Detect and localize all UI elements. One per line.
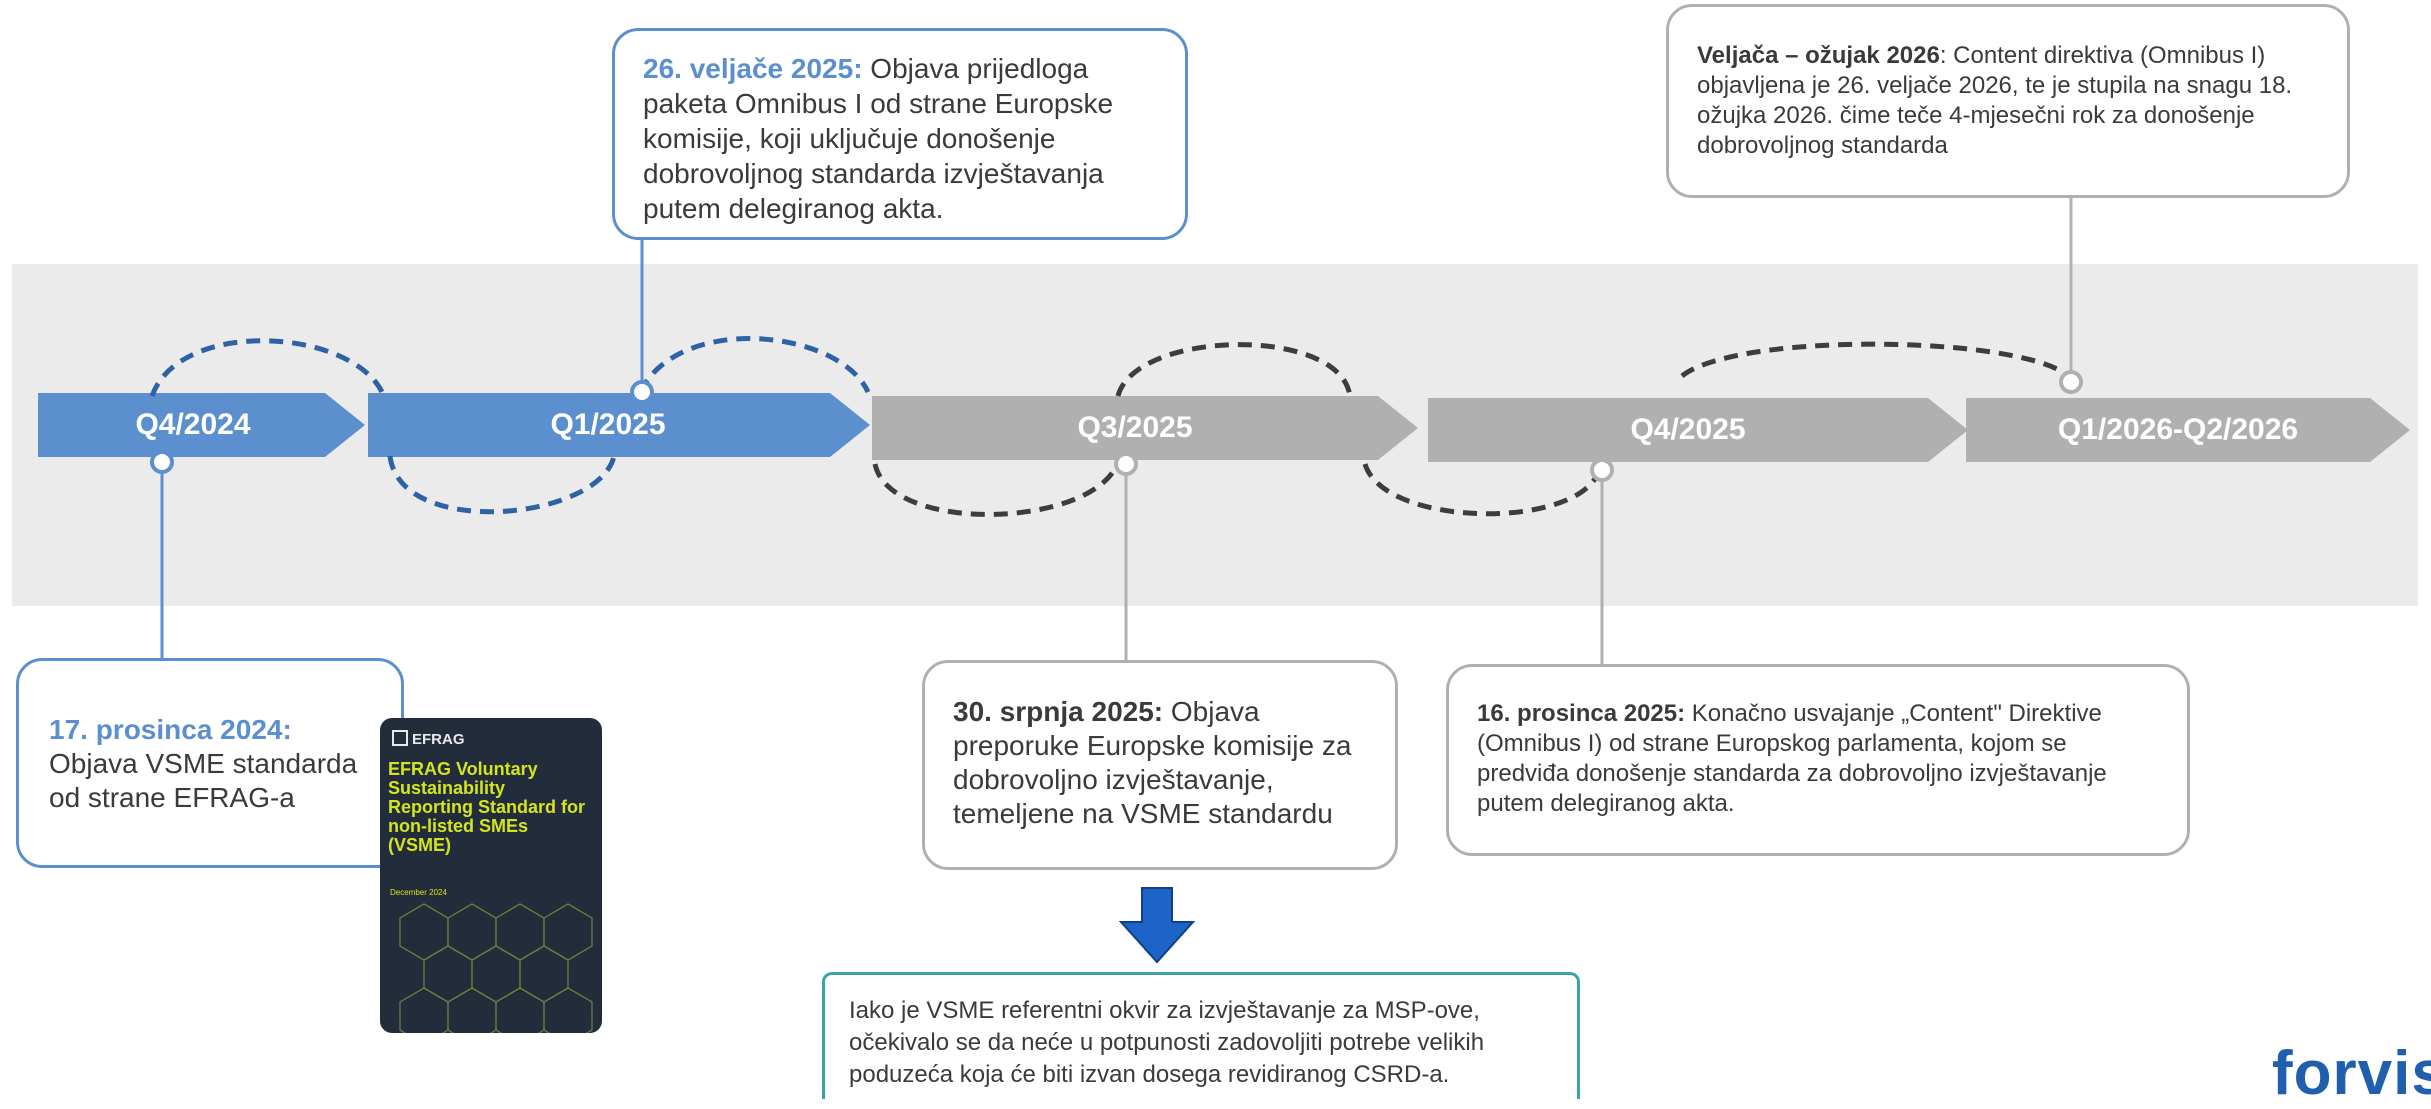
event-box-feb2025: 26. veljače 2025: Objava prijedloga pake… — [612, 28, 1188, 240]
note-text: Iako je VSME referentni okvir za izvješt… — [849, 997, 1485, 1088]
anchor-feb2026 — [2059, 370, 2083, 394]
period-arrow-q3-2025 — [872, 396, 1418, 460]
anchor-feb2025 — [630, 380, 654, 404]
dashed-loop-2 — [387, 455, 617, 515]
period-label-q4-2024: Q4/2024 — [135, 408, 251, 441]
event-text-dec2025: Konačno usvajanje „Content" Direktive (O… — [1477, 700, 2107, 817]
event-text-jul2025: Objava preporuke Europske komisije za do… — [953, 696, 1352, 829]
event-date-jul2025: 30. srpnja 2025: — [953, 696, 1164, 727]
event-text-dec2024: Objava VSME standarda od strane EFRAG-a — [49, 748, 358, 813]
cover-title: EFRAG Voluntary Sustainability Reporting… — [388, 759, 585, 855]
anchor-jul2025 — [1114, 452, 1138, 476]
event-box-dec2024: 17. prosinca 2024: Objava VSME standarda… — [16, 658, 404, 868]
cover-date: December 2024 — [390, 888, 447, 897]
period-label-q3-2025: Q3/2025 — [1077, 411, 1193, 444]
period-arrow-q1-2025 — [368, 393, 870, 457]
anchor-dec2025 — [1590, 458, 1614, 482]
dashed-loop-5 — [1115, 342, 1353, 397]
dashed-loop-6 — [1362, 463, 1603, 517]
efrag-logo-icon — [392, 730, 408, 746]
forvis-logo: forvis — [2272, 1039, 2431, 1108]
down-arrow-icon — [1118, 887, 1196, 964]
event-date-feb2025: 26. veljače 2025: — [643, 53, 863, 84]
note-box: Iako je VSME referentni okvir za izvješt… — [822, 972, 1580, 1099]
event-box-dec2025: 16. prosinca 2025: Konačno usvajanje „Co… — [1446, 664, 2190, 856]
period-label-q4-2025: Q4/2025 — [1630, 413, 1746, 446]
period-arrow-q4-2025 — [1428, 398, 1968, 462]
cover-hex-pattern — [399, 903, 593, 1033]
efrag-logo: EFRAG — [392, 730, 465, 748]
vsme-cover-image: EFRAG EFRAG Voluntary Sustainability Rep… — [380, 718, 602, 1033]
period-label-q1-2026: Q1/2026-Q2/2026 — [2057, 413, 2299, 446]
event-box-jul2025: 30. srpnja 2025: Objava preporuke Europs… — [922, 660, 1398, 870]
event-text-feb2026: : Content direktiva (Omnibus I) objavlje… — [1697, 42, 2293, 159]
period-label-q1-2025: Q1/2025 — [550, 408, 666, 441]
event-date-dec2024: 17. prosinca 2024: — [49, 714, 292, 745]
dashed-loop-1 — [149, 338, 385, 397]
dashed-loop-7 — [1680, 341, 2075, 382]
efrag-logo-text: EFRAG — [412, 731, 465, 748]
event-date-feb2026: Veljača – ožujak 2026 — [1697, 42, 1940, 69]
anchor-dec2024 — [150, 450, 174, 474]
period-arrow-q1-2026 — [1966, 398, 2410, 462]
event-date-dec2025: 16. prosinca 2025: — [1477, 700, 1686, 727]
event-text-feb2025: Objava prijedloga paketa Omnibus I od st… — [643, 53, 1114, 224]
dashed-loop-3 — [637, 336, 871, 394]
dashed-loop-4 — [872, 461, 1121, 517]
event-box-feb2026: Veljača – ožujak 2026: Content direktiva… — [1666, 4, 2350, 198]
period-arrow-q4-2024 — [38, 393, 365, 457]
